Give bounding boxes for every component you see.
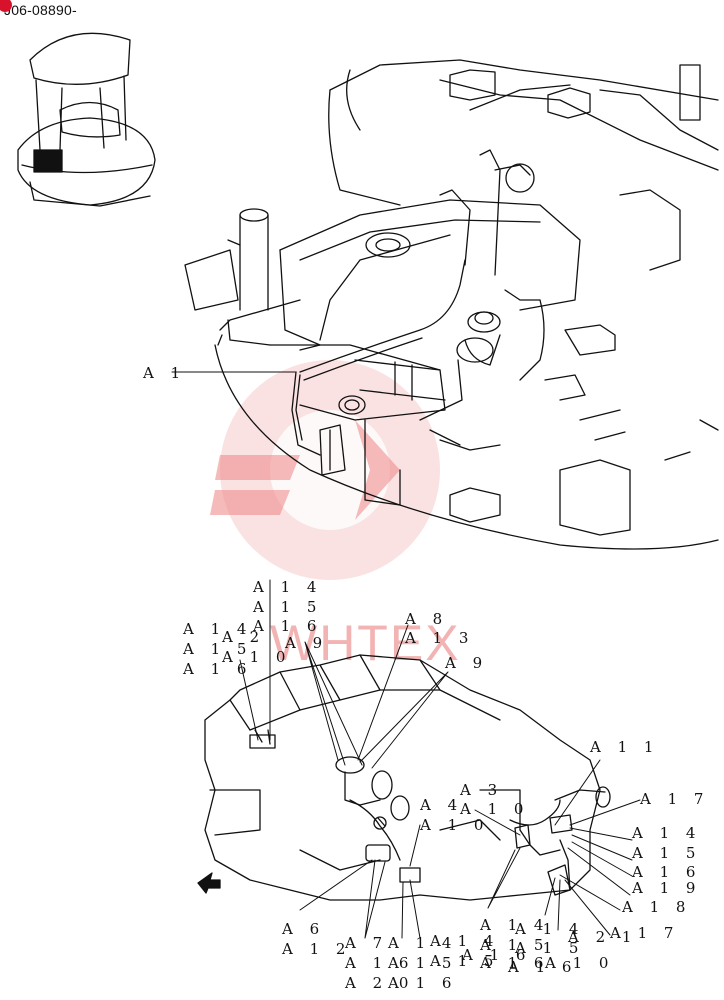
part-label: A 1 4 — [479, 916, 549, 934]
part-label: A 1 0 — [221, 648, 291, 666]
part-label: A 1 1 — [589, 738, 659, 756]
part-label: A 1 4 — [387, 934, 457, 952]
engine-assembly — [197, 654, 611, 901]
part-label: A 1 7 — [609, 924, 679, 942]
part-label: A 9 — [284, 634, 328, 652]
part-label: A 1 0 — [544, 954, 614, 972]
part-label: A 1 7 — [639, 790, 709, 808]
part-label: A 1 6 — [461, 946, 531, 964]
leader-lines — [171, 371, 641, 939]
part-label: A 1 4 — [429, 932, 499, 950]
part-label: A 1 4 — [182, 620, 252, 638]
part-label: A 1 9 — [631, 879, 701, 897]
part-label: A 8 — [404, 610, 448, 628]
part-label: A 1 — [142, 364, 186, 382]
upper-frame-assembly — [184, 59, 719, 550]
part-label: A 1 3 — [404, 629, 474, 647]
part-label: A 1 6 — [507, 958, 577, 976]
part-label: A 1 0 — [419, 816, 489, 834]
part-label: A 1 5 — [182, 640, 252, 658]
part-label: A 2 — [221, 628, 265, 646]
serial-range: J06-08890- — [0, 0, 77, 18]
part-label: A 1 4 — [252, 578, 322, 596]
part-label: A 7 — [344, 934, 388, 952]
part-label: A 1 6 — [252, 617, 322, 635]
part-label: A 1 6 — [479, 954, 549, 972]
part-label: A 9 — [444, 654, 488, 672]
part-label: A 6 — [281, 920, 325, 938]
machine-thumbnail — [17, 32, 156, 207]
part-labels: A 1 A 1 4 A 1 5 A 1 6 A 1 4 A 2 A 1 5 A … — [142, 364, 709, 992]
part-label: A 1 4 — [514, 920, 584, 938]
serial-range-text: J06-08890- — [4, 2, 77, 18]
part-label: A 1 4 — [631, 824, 701, 842]
part-label: A 1 5 — [514, 939, 584, 957]
part-label: A 1 5 — [252, 598, 322, 616]
part-label: A 1 0 — [459, 800, 529, 818]
part-label: A 1 2 — [281, 940, 351, 958]
part-label: A 1 5 — [387, 954, 457, 972]
part-label: A 1 6 — [182, 660, 252, 678]
part-label: A 2 0 — [344, 974, 414, 992]
part-label: A 1 6 — [387, 974, 457, 992]
part-label: A 1 5 — [479, 936, 549, 954]
part-label: A 1 5 — [429, 952, 499, 970]
part-label: A 1 8 — [621, 898, 691, 916]
part-label: A 3 — [459, 781, 503, 799]
part-label: A 1 6 — [344, 954, 414, 972]
part-label: A 2 1 — [567, 928, 637, 946]
part-label: A 1 6 — [631, 863, 701, 881]
part-label: A 1 5 — [631, 844, 701, 862]
marker-dot-icon — [0, 0, 12, 12]
part-label: A 4 — [419, 796, 463, 814]
